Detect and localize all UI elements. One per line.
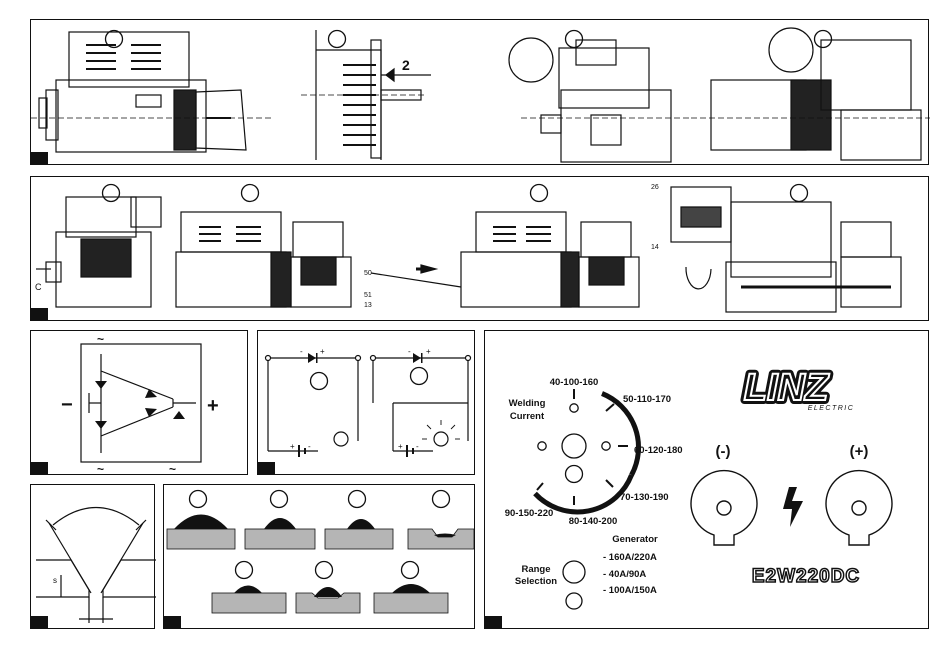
- step-circle: [311, 373, 328, 390]
- current-scale-arc: [602, 394, 639, 476]
- dimension-label: 2: [402, 57, 410, 73]
- scale-label-5: 80-140-200: [569, 516, 618, 527]
- step-circle: [566, 593, 582, 609]
- polarity-minus-c: -: [308, 442, 311, 451]
- model-name: E2W220DC: [752, 566, 860, 587]
- polarity-plus-d: +: [398, 442, 403, 451]
- range-selector-knob[interactable]: [563, 561, 585, 583]
- step-circle: [433, 491, 450, 508]
- current-selector-knob[interactable]: [562, 434, 586, 458]
- current-scale-arc: [535, 475, 632, 512]
- positive-terminal-label: (+): [850, 443, 869, 460]
- panel-engine-coupling: C 50 51 13 26 14: [30, 176, 929, 321]
- step-circle: [190, 491, 207, 508]
- step-circle: [242, 185, 259, 202]
- panel-weld-beads: [163, 484, 475, 629]
- corner-marker: [164, 616, 181, 628]
- welding-current-label-2: Current: [510, 411, 545, 422]
- range-selection-label-2: Selection: [515, 576, 557, 587]
- panel-bridge-rectifier: ~ ~ ~ − +: [30, 330, 248, 475]
- ref-26: 26: [651, 184, 659, 191]
- panel-weld-groove: s: [30, 484, 155, 629]
- linz-logo: LINZ LINZ ELECTRIC: [744, 367, 855, 412]
- alternator-assembly-drawing: 2: [31, 20, 930, 166]
- plus-sign: +: [207, 395, 219, 417]
- gap-label: s: [53, 576, 57, 585]
- svg-text:ELECTRIC: ELECTRIC: [808, 405, 855, 412]
- step-circle: [531, 185, 548, 202]
- corner-marker: [31, 462, 48, 474]
- corner-marker: [31, 616, 48, 628]
- scale-label-2: 50-110-170: [623, 394, 671, 405]
- polarity-minus-d: -: [416, 442, 419, 451]
- step-circle: [411, 368, 428, 385]
- ac-bottom-left: ~: [97, 462, 104, 476]
- generator-range-3: - 100A/150A: [603, 585, 657, 596]
- corner-marker: [485, 616, 502, 628]
- minus-sign: −: [61, 394, 73, 416]
- ac-bottom-right: ~: [169, 462, 176, 476]
- ref-50: 50: [364, 270, 372, 277]
- polarity-plus-b: +: [426, 347, 431, 356]
- step-circle: [402, 562, 419, 579]
- step-circle: [566, 31, 583, 48]
- dial-pip: [602, 442, 610, 450]
- panel-diode-test: - + - + + - + -: [257, 330, 475, 475]
- polarity-plus-c: +: [290, 442, 295, 451]
- corner-marker: [31, 308, 48, 320]
- step-circle: [815, 31, 832, 48]
- generator-range-2: - 40A/90A: [603, 569, 646, 580]
- step-circle: [329, 31, 346, 48]
- corner-marker: [31, 152, 48, 164]
- range-selection-label-1: Range: [521, 564, 550, 575]
- step-circle: [271, 491, 288, 508]
- panel-control-panel: LINZ LINZ ELECTRIC E2W220DC Welding Curr…: [484, 330, 929, 629]
- generator-title: Generator: [612, 534, 658, 545]
- ref-c: C: [35, 282, 42, 292]
- step-circle: [349, 491, 366, 508]
- scale-label-1: 40-100-160: [550, 377, 599, 388]
- corner-marker: [258, 462, 275, 474]
- polarity-minus-b: -: [408, 347, 411, 356]
- ref-14: 14: [651, 244, 659, 251]
- weld-groove-diagram: s: [31, 485, 156, 630]
- negative-terminal-label: (-): [716, 443, 731, 460]
- ac-top: ~: [97, 332, 104, 346]
- scale-label-3: 60-120-180: [634, 445, 683, 456]
- control-panel-diagram: LINZ LINZ ELECTRIC E2W220DC Welding Curr…: [485, 331, 930, 630]
- polarity-minus-a: -: [300, 347, 303, 356]
- polarity-plus-a: +: [320, 347, 325, 356]
- bridge-rectifier-diagram: ~ ~ ~ − +: [31, 331, 249, 476]
- diode-test-diagram: - + - + + - + -: [258, 331, 476, 476]
- dial-pip: [538, 442, 546, 450]
- svg-text:LINZ: LINZ: [744, 367, 830, 409]
- engine-coupling-drawing: C 50 51 13 26 14: [31, 177, 930, 322]
- step-circle: [316, 562, 333, 579]
- scale-label-4: 70-130-190: [620, 492, 669, 503]
- panel-alternator-assembly: 2: [30, 19, 929, 165]
- lightning-bolt-icon: [783, 487, 803, 527]
- dial-pip: [570, 404, 578, 412]
- welding-current-label-1: Welding: [509, 398, 546, 409]
- step-circle: [791, 185, 808, 202]
- step-circle: [236, 562, 253, 579]
- ref-51: 51: [364, 292, 372, 299]
- step-circle: [103, 185, 120, 202]
- weld-beads-diagram: [164, 485, 476, 630]
- step-circle: [566, 466, 583, 483]
- ref-13: 13: [364, 302, 372, 309]
- generator-range-1: - 160A/220A: [603, 552, 657, 563]
- scale-label-6: 90-150-220: [505, 508, 554, 519]
